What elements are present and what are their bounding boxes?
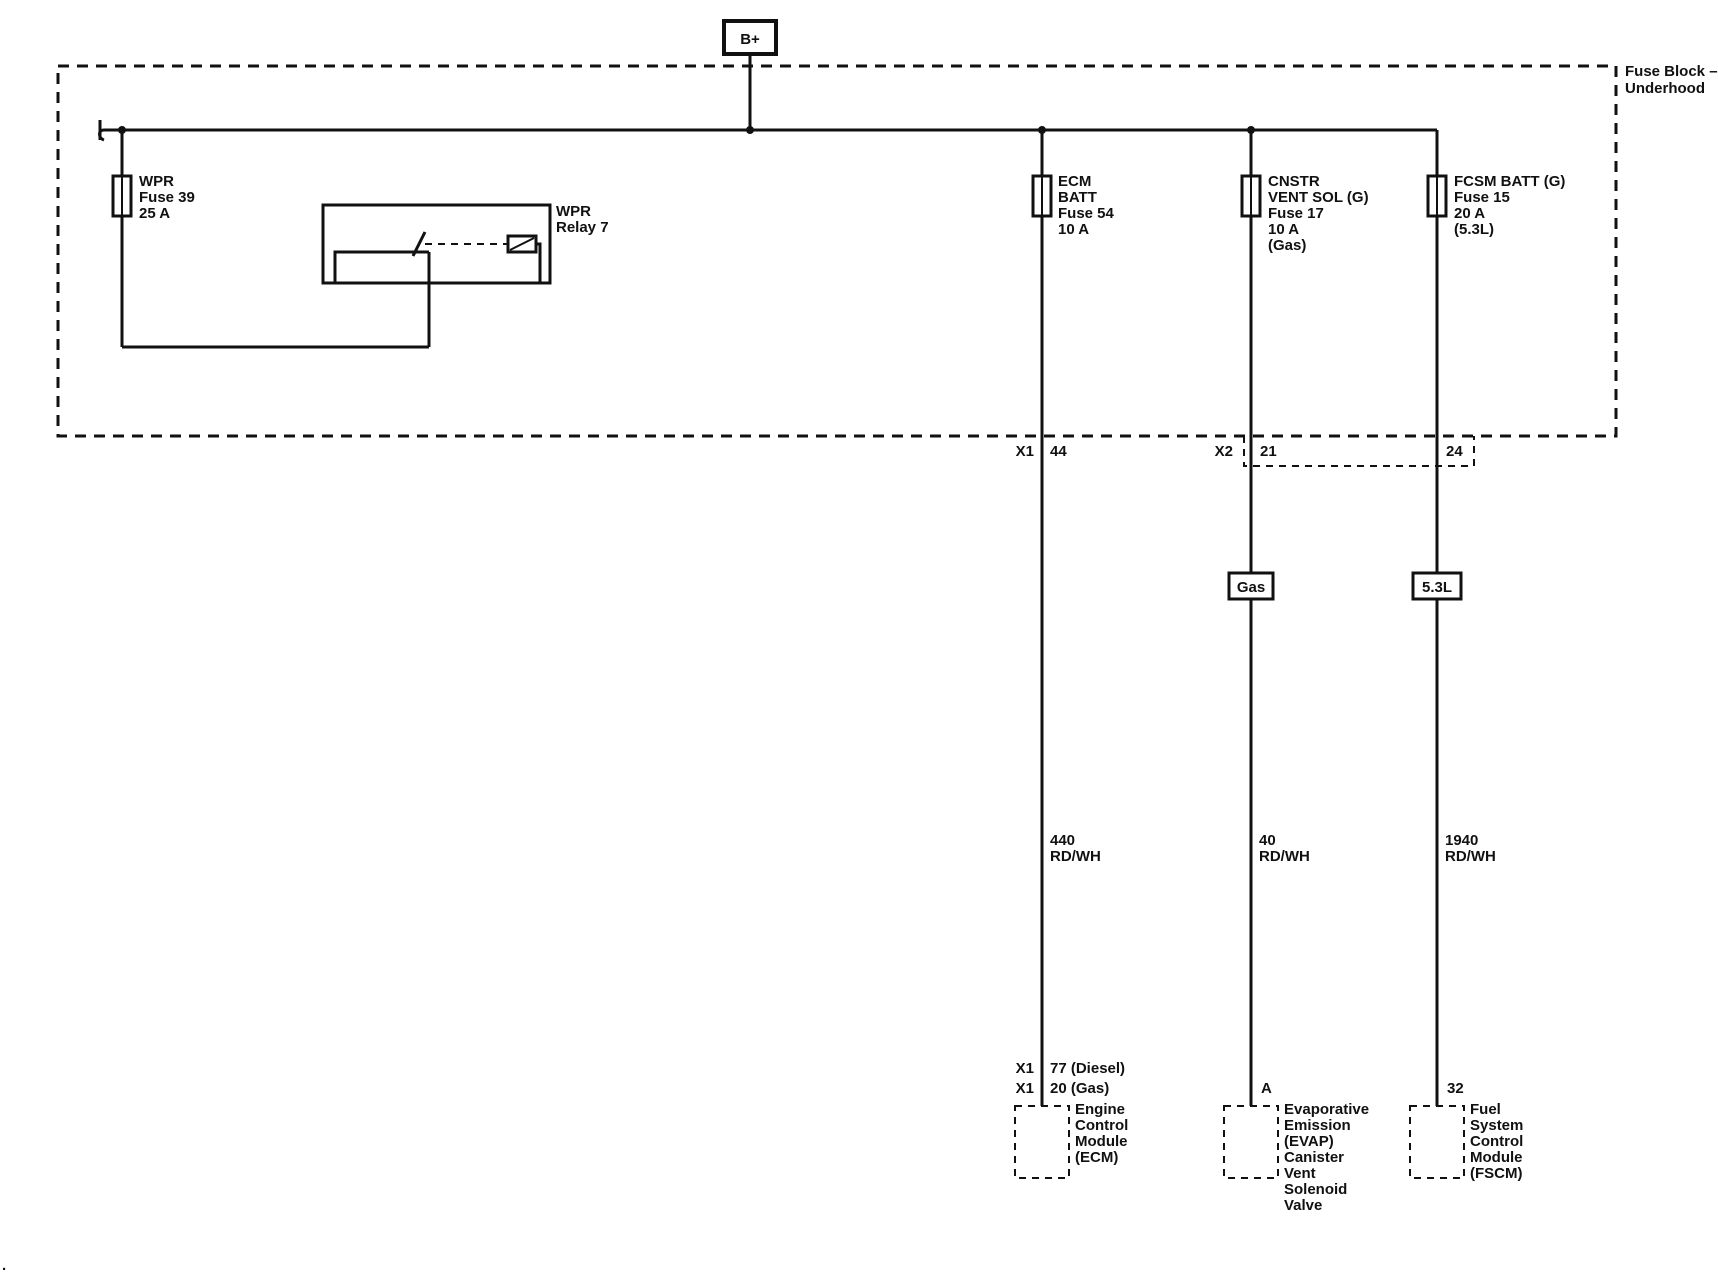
connector-x2-pin-21: 21 [1260,443,1277,460]
wpr-relay-load-wire [333,250,413,283]
circuit-evap-color: RD/WH [1259,848,1310,865]
evap-pin: A [1261,1080,1272,1097]
evap-name-line: Canister [1284,1149,1344,1166]
connector-x2-outline [1243,436,1475,467]
cnstr-fuse-label-line: 10 A [1268,221,1299,238]
evap-name-line: Evaporative [1284,1101,1369,1118]
fcsm-fuse-label-line: 20 A [1454,205,1485,222]
cnstr-fuse-label: CNSTR VENT SOL (G) Fuse 17 10 A (Gas) [1268,173,1369,254]
evap-name-line: Emission [1284,1117,1351,1134]
fuse-block-label-line1: Fuse Block – [1625,63,1718,80]
fuse-block-outline [56,64,1618,438]
evap-name-line: Vent [1284,1165,1316,1182]
connector-x2-label: X2 [1215,443,1233,460]
fscm-component: 32 Fuel System Control Module (FSCM) [1409,1080,1523,1182]
wpr-relay-label-line: Relay 7 [556,219,609,236]
cnstr-fuse-label-line: Fuse 17 [1268,205,1324,222]
ecm-name-line: Module [1075,1133,1128,1150]
evap-name-line: (EVAP) [1284,1133,1334,1150]
wpr-fuse-label-line: 25 A [139,205,170,222]
wpr-relay-coil-winding [509,237,535,251]
fscm-name-line: Fuel [1470,1101,1501,1118]
splice-supply [746,126,754,134]
wpr-relay-coil-wire [536,242,542,283]
evap-component: A Evaporative Emission (EVAP) Canister V… [1223,1080,1369,1214]
wpr-relay-switch-arm [411,231,427,257]
ecm-fuse-label-line: ECM [1058,173,1091,190]
fscm-pin: 32 [1447,1080,1464,1097]
connector-x2-pin-24: 24 [1446,443,1463,460]
fscm-name-line: Control [1470,1133,1523,1150]
wpr-relay: WPR Relay 7 [321,203,609,285]
ecm-pin-gas: 20 (Gas) [1050,1080,1109,1097]
connector-x1-pin: 44 [1050,443,1067,460]
fuse-block-label-line2: Underhood [1625,80,1705,97]
cnstr-fuse-label-line: (Gas) [1268,237,1306,254]
ecm-name-line: Control [1075,1117,1128,1134]
wpr-fuse-label-line: Fuse 39 [139,189,195,206]
fcsm-fuse-label-line: FCSM BATT (G) [1454,173,1565,190]
evap-name-line: Valve [1284,1197,1322,1214]
option-badge-gas-label: Gas [1237,579,1265,596]
fscm-name-line: (FSCM) [1470,1165,1523,1182]
ecm-fuse-label-line: 10 A [1058,221,1089,238]
option-badge-5-3l: 5.3L [1411,571,1463,601]
wpr-fuse-label: WPR Fuse 39 25 A [139,173,195,222]
circuit-ecm-color: RD/WH [1050,848,1101,865]
wpr-relay-housing [321,203,552,285]
ecm-fuse-label-line: BATT [1058,189,1097,206]
ecm-name-line: Engine [1075,1101,1125,1118]
cnstr-fuse-label-line: VENT SOL (G) [1268,189,1369,206]
option-badge-gas: Gas [1227,571,1275,601]
battery-supply: B+ [722,19,778,56]
footer-mark: . [2,1257,6,1274]
option-badge-5-3l-label: 5.3L [1422,579,1452,596]
fcsm-fuse-label-line: Fuse 15 [1454,189,1510,206]
circuit-fscm-number: 1940 [1445,832,1478,849]
ecm-pin-diesel: 77 (Diesel) [1050,1060,1125,1077]
fcsm-fuse-label: FCSM BATT (G) Fuse 15 20 A (5.3L) [1454,173,1565,238]
ecm-name-line: (ECM) [1075,1149,1118,1166]
ecm-connector-2: X1 [1016,1080,1034,1097]
fscm-name-line: System [1470,1117,1523,1134]
evap-outline [1223,1105,1279,1179]
cnstr-fuse-label-line: CNSTR [1268,173,1320,190]
ecm-connector-1: X1 [1016,1060,1034,1077]
wpr-relay-label-line: WPR [556,203,591,220]
fscm-outline [1409,1105,1465,1179]
circuit-fscm-color: RD/WH [1445,848,1496,865]
ecm-component: X1 77 (Diesel) X1 20 (Gas) Engine Contro… [1014,1060,1128,1179]
wpr-fuse-label-line: WPR [139,173,174,190]
ecm-fuse-label: ECM BATT Fuse 54 10 A [1058,173,1115,238]
circuit-ecm-number: 440 [1050,832,1075,849]
evap-name-line: Solenoid [1284,1181,1347,1198]
circuit-evap-number: 40 [1259,832,1276,849]
ecm-outline [1014,1105,1070,1179]
fcsm-fuse-label-line: (5.3L) [1454,221,1494,238]
fscm-name-line: Module [1470,1149,1523,1166]
connector-x1-label: X1 [1016,443,1034,460]
ecm-fuse-label-line: Fuse 54 [1058,205,1115,222]
battery-supply-label: B+ [740,31,760,48]
